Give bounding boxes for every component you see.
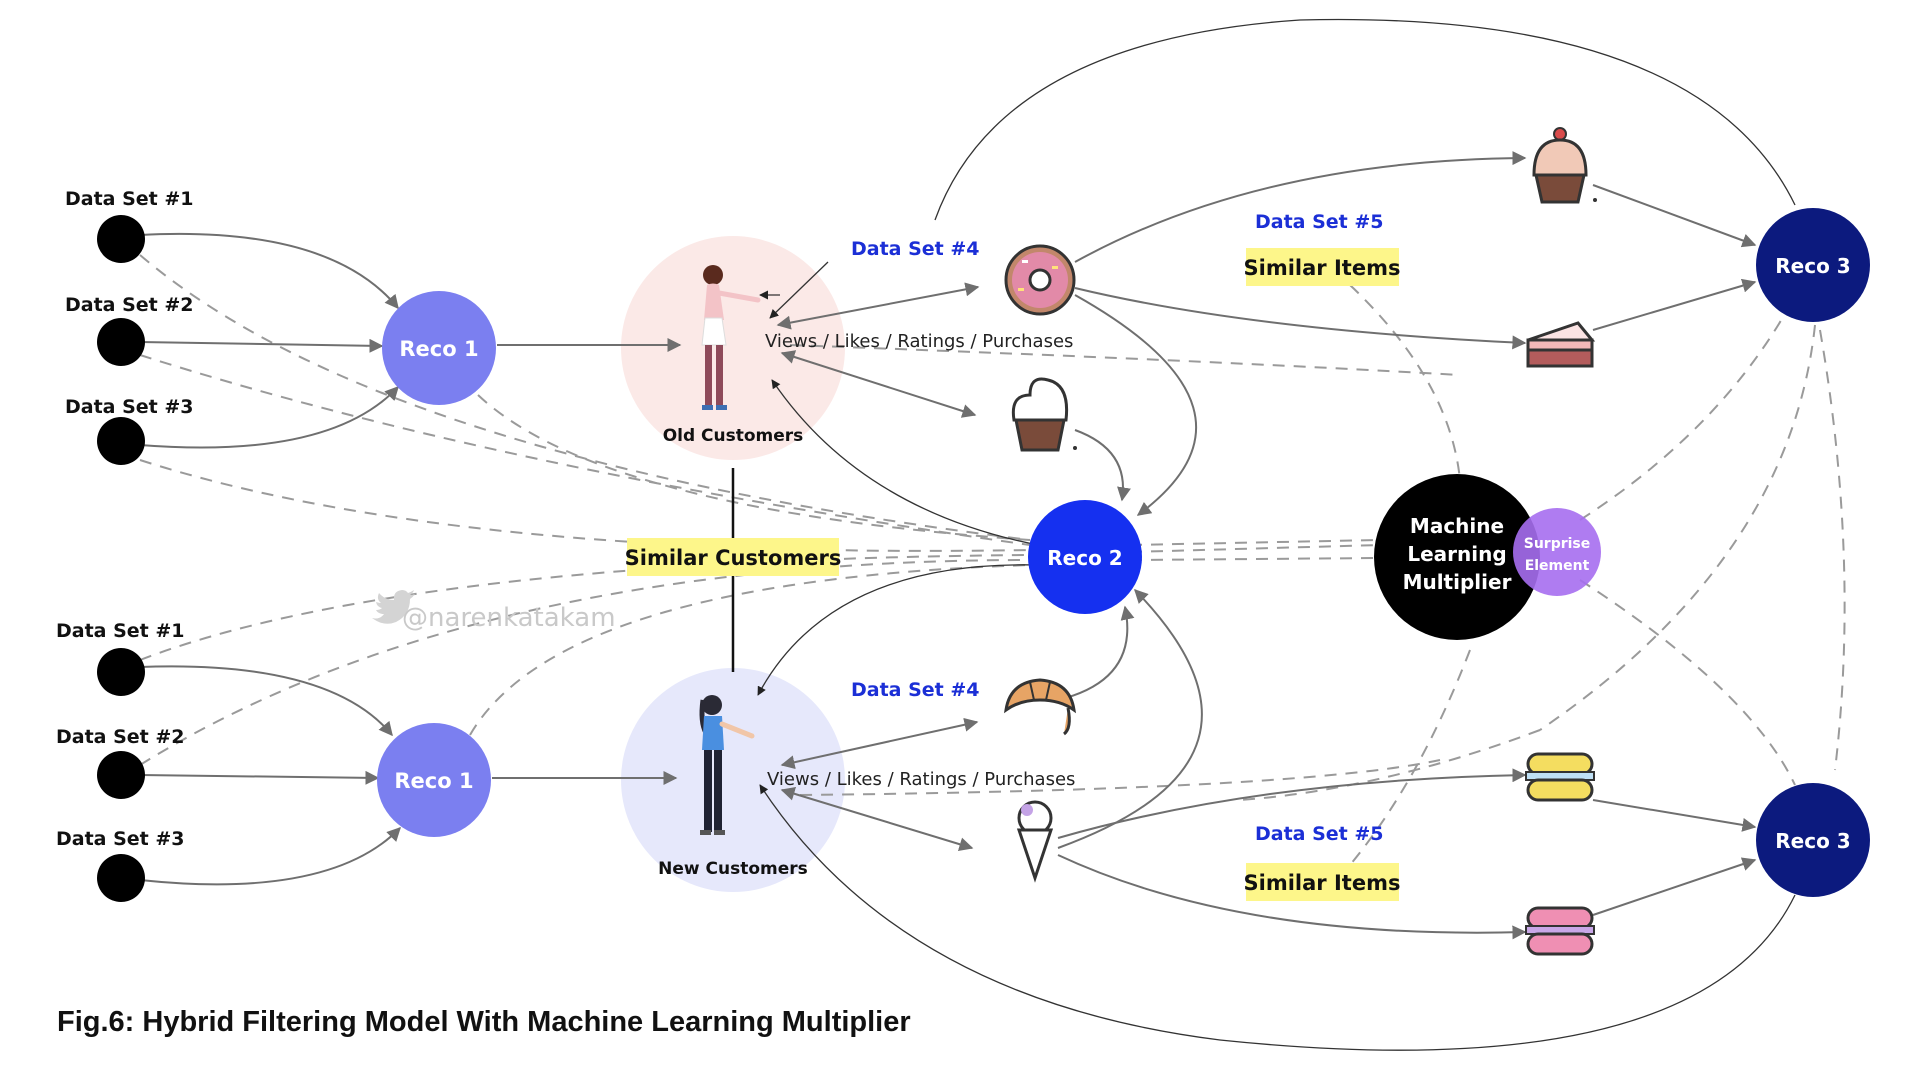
top-dataset-2-label: Data Set #2 [65,294,194,316]
old-customer-person-icon [701,265,761,410]
yellow-macaron-icon [1525,752,1595,802]
bottom-dataset4-label: Data Set #4 [851,679,980,701]
bottom-dataset-1-label: Data Set #1 [56,620,185,642]
surprise-element-node: Surprise Element [1513,508,1601,596]
pink-macaron-icon [1525,906,1595,956]
bottom-reco3-label: Reco 3 [1775,829,1850,853]
bottom-dataset5-label: Data Set #5 [1255,823,1384,845]
croissant-icon [1004,678,1076,736]
watermark-text: @narenkatakam [402,603,616,633]
watermark: @narenkatakam [372,590,616,633]
cupcake-icon [1011,377,1077,452]
top-datasets: Data Set #1 Data Set #2 Data Set #3 [65,188,194,465]
donut-icon [1004,244,1076,316]
new-customers-label: New Customers [658,859,808,879]
top-reco1-label: Reco 1 [399,337,478,361]
top-dataset-1-label: Data Set #1 [65,188,194,210]
surprise-label-line1: Surprise [1524,536,1591,552]
bottom-dataset-1-dot [97,648,145,696]
new-customer-person-icon [699,695,755,835]
top-similar-items-box: Similar Items [1244,248,1401,286]
ice-cream-cone-icon [1016,800,1054,883]
top-dataset-2-dot [97,318,145,366]
similar-customers-label: Similar Customers [625,546,842,570]
reco2-label: Reco 2 [1047,546,1122,570]
ml-label-line3: Multiplier [1403,570,1512,594]
top-dataset-3-dot [97,417,145,465]
ml-label-line1: Machine [1410,514,1504,538]
long-curves [757,18,1796,1051]
top-dataset4-label: Data Set #4 [851,238,980,260]
top-dataset-3-label: Data Set #3 [65,396,194,418]
bottom-similar-items-box: Similar Items [1244,863,1401,901]
similarity-dashed-lines [139,254,1846,866]
figure-caption: Fig.6: Hybrid Filtering Model With Machi… [57,1006,911,1038]
top-interactions-label: Views / Likes / Ratings / Purchases [765,331,1073,352]
cake-slice-icon [1526,321,1596,368]
top-dataset5-label: Data Set #5 [1255,211,1384,233]
bottom-dataset-3-label: Data Set #3 [56,828,185,850]
cherry-cupcake-icon [1532,127,1597,204]
surprise-label-line2: Element [1525,558,1590,574]
old-customers-label: Old Customers [663,426,804,446]
ml-multiplier-node: Machine Learning Multiplier [1374,474,1540,640]
bottom-reco3-node: Reco 3 [1756,783,1870,897]
bottom-datasets: Data Set #1 Data Set #2 Data Set #3 [56,620,185,902]
bottom-interactions-label: Views / Likes / Ratings / Purchases [767,769,1075,790]
bottom-reco1-label: Reco 1 [394,769,473,793]
reco2-node: Reco 2 [1028,500,1142,614]
bottom-dataset-2-dot [97,751,145,799]
similar-customers-box: Similar Customers [625,538,842,576]
top-dataset-1-dot [97,215,145,263]
ml-label-line2: Learning [1407,542,1506,566]
bottom-similar-items-label: Similar Items [1244,871,1401,895]
bottom-dataset-2-label: Data Set #2 [56,726,185,748]
top-reco1-node: Reco 1 [382,291,496,405]
top-similar-items-label: Similar Items [1244,256,1401,280]
flow-arrows [139,151,1757,940]
top-reco3-node: Reco 3 [1756,208,1870,322]
bottom-dataset-3-dot [97,854,145,902]
bird-icon [372,590,415,624]
bottom-reco1-node: Reco 1 [377,723,491,837]
top-reco3-label: Reco 3 [1775,254,1850,278]
